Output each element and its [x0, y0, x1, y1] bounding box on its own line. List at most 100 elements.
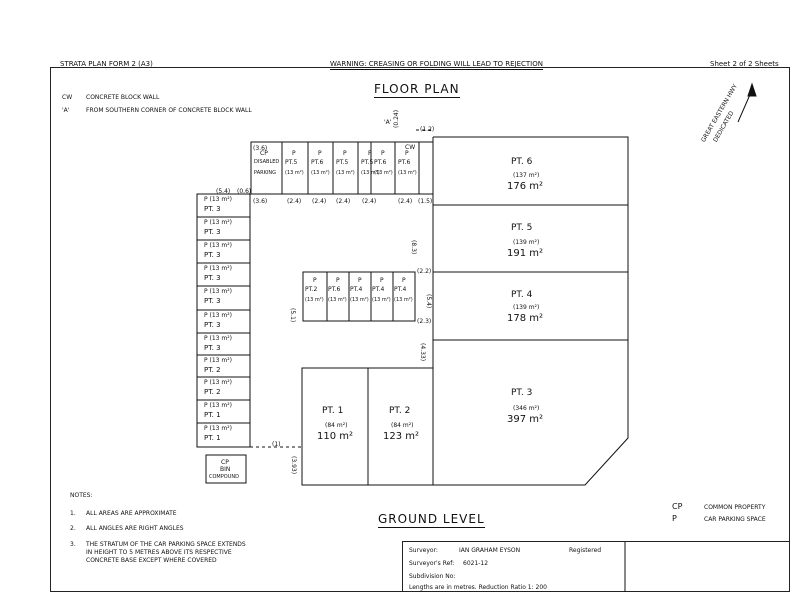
- dim-top-7: (1.5): [418, 198, 433, 205]
- ref-label: Surveyor's Ref:: [409, 560, 455, 567]
- space-top-1-area: PARKING: [254, 170, 276, 176]
- dim-top-4: (2.4): [336, 198, 351, 205]
- pt5-label: PT. 5: [511, 223, 533, 233]
- legend-p-key: P: [672, 514, 677, 523]
- space-left-8-code: P (13 m²): [204, 357, 232, 364]
- space-mid-2-owner: PT.6: [328, 286, 341, 293]
- dim-cp-top: (3.6): [253, 145, 268, 152]
- space-mid-3-code: P: [358, 277, 362, 284]
- space-left-11-code: P (13 m²): [204, 425, 232, 432]
- space-top-4-code: P: [343, 150, 347, 157]
- space-top-2-owner: PT.5: [285, 159, 298, 166]
- pt1-area: 110 m²: [317, 431, 354, 442]
- dim-mid-right: (5.4): [425, 294, 432, 309]
- dim-2-3: (2.3): [417, 318, 432, 325]
- space-mid-1-code: P: [313, 277, 317, 284]
- pt2-sub-area: (84 m²): [391, 422, 414, 429]
- space-mid-5-owner: PT.4: [394, 286, 407, 293]
- surveyor-label: Surveyor:: [409, 547, 438, 554]
- note2-text: ALL ANGLES ARE RIGHT ANGLES: [86, 525, 184, 532]
- note3-line3: CONCRETE BASE EXCEPT WHERE COVERED: [86, 557, 217, 564]
- notes-heading: NOTES:: [70, 492, 93, 499]
- space-mid-3-area: (13 m²): [350, 297, 369, 303]
- note3-num: 3.: [70, 541, 76, 548]
- dim-top-2: (2.4): [287, 198, 302, 205]
- space-mid-1-owner: PT.2: [305, 286, 318, 293]
- space-mid-4-area: (13 m²): [372, 297, 391, 303]
- dim-1: (1): [272, 441, 281, 448]
- space-left-1-owner: PT. 3: [204, 205, 221, 213]
- space-top-5-owner: PT.5: [361, 159, 374, 166]
- bin-line2: BIN: [220, 466, 231, 473]
- space-top-6-owner: PT.6: [374, 159, 387, 166]
- bin-compound-outline: [205, 454, 247, 484]
- dim-left-gap: (0.6): [237, 188, 252, 195]
- space-top-4-owner: PT.5: [336, 159, 349, 166]
- space-top-2-code: P: [292, 150, 296, 157]
- form-label: STRATA PLAN FORM 2 (A3): [60, 60, 153, 68]
- space-mid-5-area: (13 m²): [394, 297, 413, 303]
- space-left-3-owner: PT. 3: [204, 251, 221, 259]
- pt4-sub-area: (139 m²): [513, 304, 540, 311]
- floor-plan-title: FLOOR PLAN: [374, 82, 460, 98]
- pt6-sub-area: (137 m²): [513, 172, 540, 179]
- pt1-sub-area: (84 m²): [325, 422, 348, 429]
- a-mark: 'A': [384, 119, 392, 126]
- pt3-label: PT. 3: [511, 388, 533, 398]
- sheet-number: Sheet 2 of 2 Sheets: [710, 60, 779, 68]
- note1-num: 1.: [70, 510, 76, 517]
- space-top-1-code: CP: [260, 150, 268, 157]
- space-left-5-owner: PT. 3: [204, 297, 221, 305]
- pt4-area: 178 m²: [507, 313, 544, 324]
- dim-top-5: (2.4): [362, 198, 377, 205]
- space-top-7-code: P: [405, 150, 409, 157]
- space-left-4-code: P (13 m²): [204, 265, 232, 272]
- note2-num: 2.: [70, 525, 76, 532]
- space-top-6-area: (13 m²): [374, 170, 393, 176]
- note3-line2: IN HEIGHT TO 5 METRES ABOVE ITS RESPECTI…: [86, 549, 232, 556]
- left-parking-block: [196, 193, 251, 448]
- subdivision-label: Subdivision No:: [409, 573, 456, 580]
- pt6-area: 176 m²: [507, 181, 544, 192]
- surveyor-value: IAN GRAHAM EYSON: [459, 547, 521, 554]
- space-mid-5-code: P: [402, 277, 406, 284]
- space-mid-2-area: (13 m²): [328, 297, 347, 303]
- space-mid-4-code: P: [380, 277, 384, 284]
- dim-3-93: (3.93): [290, 456, 297, 475]
- space-top-1-owner: DISABLED: [254, 159, 280, 165]
- dim-1-2: (1.2): [420, 126, 435, 133]
- space-top-3-owner: PT.6: [311, 159, 324, 166]
- ground-level-title: GROUND LEVEL: [378, 512, 485, 528]
- space-left-2-code: P (13 m²): [204, 219, 232, 226]
- warning-text: WARNING: CREASING OR FOLDING WILL LEAD T…: [330, 60, 543, 70]
- space-left-5-code: P (13 m²): [204, 288, 232, 295]
- pt3-area: 397 m²: [507, 414, 544, 425]
- space-left-6-code: P (13 m²): [204, 312, 232, 319]
- dim-mid-left: (5.1): [289, 308, 296, 323]
- bin-line1: CP: [221, 459, 229, 466]
- dim-top-1: (3.6): [253, 198, 268, 205]
- pt5-sub-area: (139 m²): [513, 239, 540, 246]
- space-mid-3-owner: PT.4: [350, 286, 363, 293]
- pt6-label: PT. 6: [511, 157, 533, 167]
- dim-top-3: (2.4): [312, 198, 327, 205]
- dim-2-2: (2.2): [417, 268, 432, 275]
- space-top-6-code: P: [381, 150, 385, 157]
- space-left-7-owner: PT. 3: [204, 344, 221, 352]
- legend-cp-text: COMMON PROPERTY: [704, 504, 766, 511]
- space-left-2-owner: PT. 3: [204, 228, 221, 236]
- space-left-9-owner: PT. 2: [204, 388, 221, 396]
- space-mid-1-area: (13 m²): [305, 297, 324, 303]
- pt1-label: PT. 1: [322, 406, 344, 416]
- pt2-outline: [367, 367, 434, 486]
- legend-a-key: 'A': [62, 107, 70, 114]
- cw-mark: CW: [405, 144, 416, 151]
- pt3-sub-area: (346 m²): [513, 405, 540, 412]
- legend-cw-key: CW: [62, 94, 73, 101]
- space-top-3-area: (13 m²): [311, 170, 330, 176]
- legend-cw-text: CONCRETE BLOCK WALL: [86, 94, 160, 101]
- space-top-7-owner: PT.6: [398, 159, 411, 166]
- note3-line1: THE STRATUM OF THE CAR PARKING SPACE EXT…: [86, 541, 246, 548]
- space-left-1-code: P (13 m²): [204, 196, 232, 203]
